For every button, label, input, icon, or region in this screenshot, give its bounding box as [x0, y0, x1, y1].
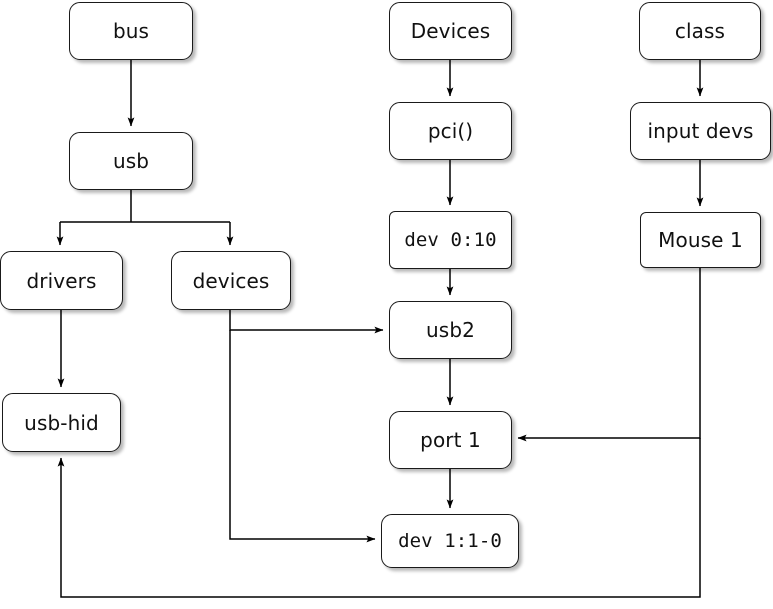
node-port1[interactable]: port 1 [389, 411, 512, 469]
node-usb[interactable]: usb [69, 132, 193, 190]
node-bus[interactable]: bus [69, 2, 193, 60]
node-label: pci() [427, 119, 474, 143]
node-label: usb2 [426, 318, 475, 342]
node-class[interactable]: class [639, 2, 761, 60]
node-label: drivers [26, 268, 97, 293]
node-label: input devs [647, 119, 754, 143]
node-mouse1[interactable]: Mouse 1 [640, 212, 761, 268]
node-label: usb-hid [24, 410, 99, 435]
edge-mouse1-usbhid [57, 438, 701, 598]
node-dev110[interactable]: dev 1:1-0 [381, 514, 519, 568]
edge-devices-usb2 [229, 310, 384, 334]
node-label: Mouse 1 [658, 228, 743, 252]
node-label: devices [192, 268, 270, 293]
edge-usb-split [60, 190, 230, 223]
node-dev0[interactable]: dev 0:10 [389, 211, 512, 269]
edge-mouse1-port1 [517, 268, 701, 442]
edge-devices-dev110 [229, 330, 376, 543]
node-label: usb [112, 149, 150, 173]
node-label: class [674, 19, 726, 43]
node-label: port 1 [420, 428, 481, 452]
node-label: dev 1:1-0 [398, 529, 502, 552]
node-label: dev 0:10 [404, 228, 497, 251]
node-label: Devices [410, 19, 491, 43]
node-usb2[interactable]: usb2 [389, 301, 512, 359]
node-drivers[interactable]: drivers [0, 251, 123, 310]
node-input-devs[interactable]: input devs [630, 102, 771, 160]
node-label: bus [112, 19, 150, 43]
node-usb-hid[interactable]: usb-hid [2, 393, 121, 452]
node-devices[interactable]: devices [171, 251, 291, 310]
node-Devices[interactable]: Devices [389, 2, 512, 60]
node-pci[interactable]: pci() [389, 102, 512, 160]
